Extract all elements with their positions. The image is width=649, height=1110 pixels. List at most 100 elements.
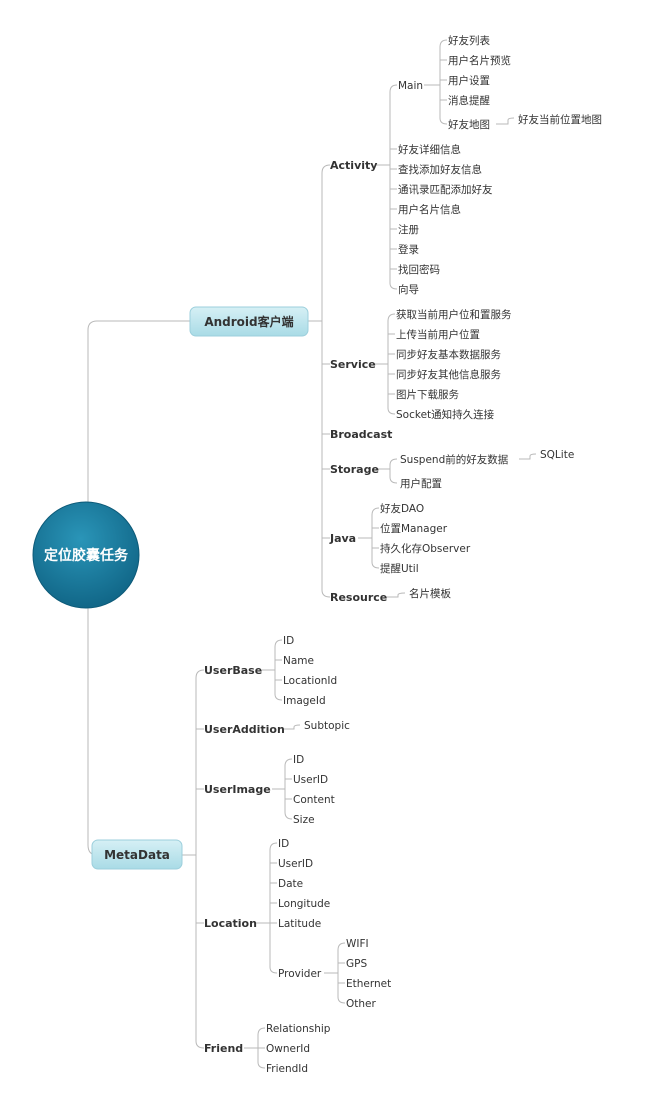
line-storage-trunk [376,465,391,477]
activity-label[interactable]: Activity [330,159,377,172]
useraddition-label[interactable]: UserAddition [204,723,285,736]
userbase-label[interactable]: UserBase [204,664,262,677]
line-provider-trunk [324,950,339,997]
line-sqlite [519,453,537,460]
storage-label[interactable]: Storage [330,463,379,476]
main-item[interactable]: 好友列表 [448,34,490,47]
line-map-child [496,117,515,125]
line-provider-items [337,942,346,1004]
connector-lines [87,39,537,1069]
root-node[interactable]: 定位胶囊任务 [32,501,140,609]
userbase-item[interactable]: ID [283,635,294,647]
main-item[interactable]: 用户名片预览 [448,54,511,67]
map-child-item[interactable]: 好友当前位置地图 [518,113,602,126]
friend-item[interactable]: FriendId [266,1063,308,1075]
line-userimage-trunk [272,766,286,812]
userbase-item[interactable]: Name [283,655,314,667]
storage-item-suspend[interactable]: Suspend前的好友数据 [400,453,509,466]
activity-item[interactable]: 向导 [398,283,419,296]
line-metadata-friend [195,1040,205,1049]
line-useraddition-child [284,724,301,730]
provider-item[interactable]: Other [346,998,376,1010]
main-item[interactable]: 消息提醒 [448,94,490,107]
line-main-items [439,39,448,125]
activity-item[interactable]: 找回密码 [398,263,440,276]
service-item[interactable]: Socket通知持久连接 [396,408,495,421]
useraddition-item[interactable]: Subtopic [304,720,350,732]
line-android-resource [321,589,331,598]
provider-item[interactable]: Ethernet [346,978,391,990]
java-item[interactable]: 好友DAO [380,502,424,515]
line-main-trunk [424,47,441,118]
friend-item[interactable]: OwnerId [266,1043,310,1055]
userimage-item[interactable]: ID [293,754,304,766]
provider-item[interactable]: WIFI [346,938,369,950]
line-service-trunk [374,321,389,408]
line-location-trunk [256,850,271,967]
storage-item-config[interactable]: 用户配置 [400,477,442,490]
line-userbase-trunk [262,647,276,694]
java-item[interactable]: 位置Manager [380,522,448,535]
location-label[interactable]: Location [204,917,257,930]
broadcast-label[interactable]: Broadcast [330,428,392,441]
activity-item[interactable]: 查找添加好友信息 [398,163,482,176]
main-label[interactable]: Main [398,80,423,92]
line-root-android [87,320,190,502]
metadata-node[interactable]: MetaData [91,839,183,870]
storage-item-sqlite[interactable]: SQLite [540,449,574,461]
line-metadata-userbase [195,669,205,679]
userbase-item[interactable]: ImageId [283,695,326,707]
line-resource-child [386,592,406,598]
line-activity-items [389,148,398,290]
line-service-items [387,313,396,415]
line-android-activity [321,164,331,174]
main-item[interactable]: 用户设置 [448,74,490,87]
java-label[interactable]: Java [329,532,356,545]
activity-item[interactable]: 登录 [398,243,419,256]
line-userbase-items [274,639,283,701]
line-android-trunk [308,173,323,590]
activity-item[interactable]: 通讯录匹配添加好友 [398,183,493,196]
metadata-label: MetaData [104,848,170,862]
service-item[interactable]: 获取当前用户位和置服务 [396,308,512,321]
root-label: 定位胶囊任务 [44,547,129,564]
friend-label[interactable]: Friend [204,1042,243,1055]
friend-item[interactable]: Relationship [266,1023,331,1035]
activity-item[interactable]: 好友详细信息 [398,143,461,156]
service-item[interactable]: 同步好友基本数据服务 [396,348,501,361]
service-item[interactable]: 图片下载服务 [396,388,459,401]
line-friend-items [257,1027,266,1069]
java-item[interactable]: 提醒Util [380,563,419,575]
resource-label[interactable]: Resource [330,591,387,604]
location-item[interactable]: ID [278,838,289,850]
line-friend-trunk [244,1035,259,1062]
activity-item[interactable]: 注册 [398,223,419,236]
service-item[interactable]: 同步好友其他信息服务 [396,368,501,381]
line-java-trunk [358,515,373,562]
line-userimage-items [284,758,293,820]
userimage-item[interactable]: Content [293,794,335,806]
userimage-item[interactable]: UserID [293,774,328,786]
location-item[interactable]: Longitude [278,898,330,910]
line-location-items [269,842,278,974]
service-label[interactable]: Service [330,358,376,371]
location-item[interactable]: Date [278,878,303,890]
resource-item[interactable]: 名片模板 [409,587,451,600]
provider-label[interactable]: Provider [278,968,322,980]
java-item[interactable]: 持久化存Observer [380,542,471,555]
line-activity-trunk [376,92,391,283]
android-label: Android客户端 [204,314,293,329]
userimage-item[interactable]: Size [293,814,315,826]
line-java-items [371,507,380,569]
userimage-label[interactable]: UserImage [204,783,271,796]
provider-item[interactable]: GPS [346,958,367,970]
location-item[interactable]: UserID [278,858,313,870]
main-item[interactable]: 好友地图 [448,118,490,131]
android-node[interactable]: Android客户端 [189,306,309,337]
service-item[interactable]: 上传当前用户位置 [396,328,480,341]
line-metadata-trunk [182,678,197,1041]
userbase-item[interactable]: LocationId [283,675,337,687]
activity-item[interactable]: 用户名片信息 [398,203,461,216]
location-item[interactable]: Latitude [278,918,321,930]
